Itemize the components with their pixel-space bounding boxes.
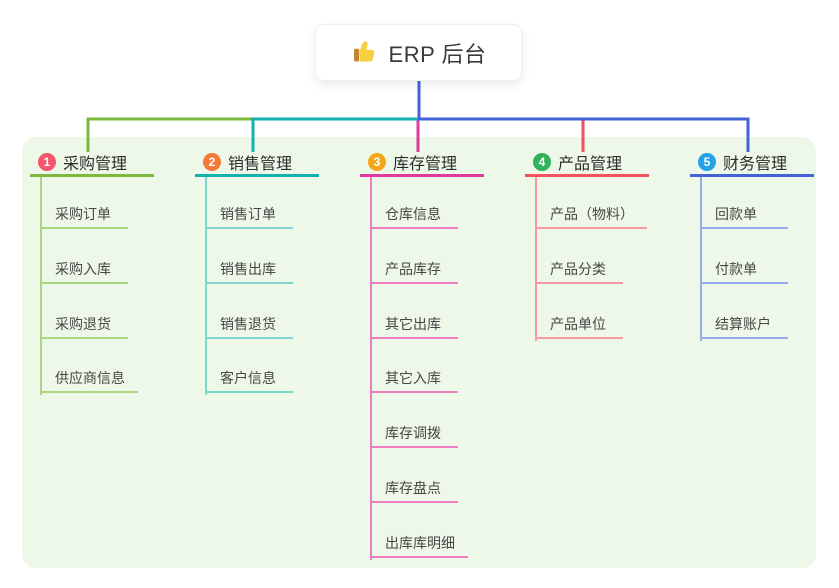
branch-number-badge: 2 <box>203 153 221 171</box>
root-node[interactable]: ERP 后台 <box>315 24 522 81</box>
thumbs-up-icon <box>351 39 378 66</box>
child-node[interactable]: 其它出库 <box>370 310 458 339</box>
child-node[interactable]: 库存调拨 <box>370 419 458 448</box>
branch-number-badge: 1 <box>38 153 56 171</box>
child-node[interactable]: 其它入库 <box>370 364 458 393</box>
child-node[interactable]: 产品库存 <box>370 255 458 284</box>
child-node[interactable]: 销售出库 <box>205 255 293 284</box>
branch-label: 库存管理 <box>393 156 458 173</box>
branch-node-3[interactable]: 3 库存管理 <box>360 150 484 177</box>
child-node[interactable]: 销售订单 <box>205 200 293 229</box>
branch-number-badge: 5 <box>698 153 716 171</box>
branch-label: 财务管理 <box>723 156 788 173</box>
child-node[interactable]: 销售退货 <box>205 310 293 339</box>
child-node[interactable]: 产品分类 <box>535 255 623 284</box>
branch-rail <box>40 177 42 396</box>
branch-number-badge: 3 <box>368 153 386 171</box>
child-node[interactable]: 供应商信息 <box>40 364 138 393</box>
child-node[interactable]: 采购退货 <box>40 310 128 339</box>
root-title: ERP 后台 <box>388 41 487 67</box>
branch-node-2[interactable]: 2 销售管理 <box>195 150 319 177</box>
child-node[interactable]: 回款单 <box>700 200 788 229</box>
child-node[interactable]: 产品单位 <box>535 310 623 339</box>
child-node[interactable]: 采购订单 <box>40 200 128 229</box>
branch-label: 销售管理 <box>228 156 293 173</box>
child-node[interactable]: 结算账户 <box>700 310 788 339</box>
child-node[interactable]: 仓库信息 <box>370 200 458 229</box>
branch-rail <box>535 177 537 341</box>
child-node[interactable]: 客户信息 <box>205 364 293 393</box>
branch-number-badge: 4 <box>533 153 551 171</box>
branch-rail <box>700 177 702 341</box>
branch-label: 采购管理 <box>63 156 128 173</box>
child-node[interactable]: 库存盘点 <box>370 474 458 503</box>
child-node[interactable]: 采购入库 <box>40 255 128 284</box>
branch-node-5[interactable]: 5 财务管理 <box>690 150 814 177</box>
branch-label: 产品管理 <box>558 156 623 173</box>
branch-node-1[interactable]: 1 采购管理 <box>30 150 154 177</box>
branch-node-4[interactable]: 4 产品管理 <box>525 150 649 177</box>
child-node[interactable]: 出库库明细 <box>370 529 468 558</box>
branch-rail <box>370 177 372 560</box>
branch-rail <box>205 177 207 396</box>
child-node[interactable]: 付款单 <box>700 255 788 284</box>
branches-panel <box>22 137 816 568</box>
child-node[interactable]: 产品（物料） <box>535 200 647 229</box>
